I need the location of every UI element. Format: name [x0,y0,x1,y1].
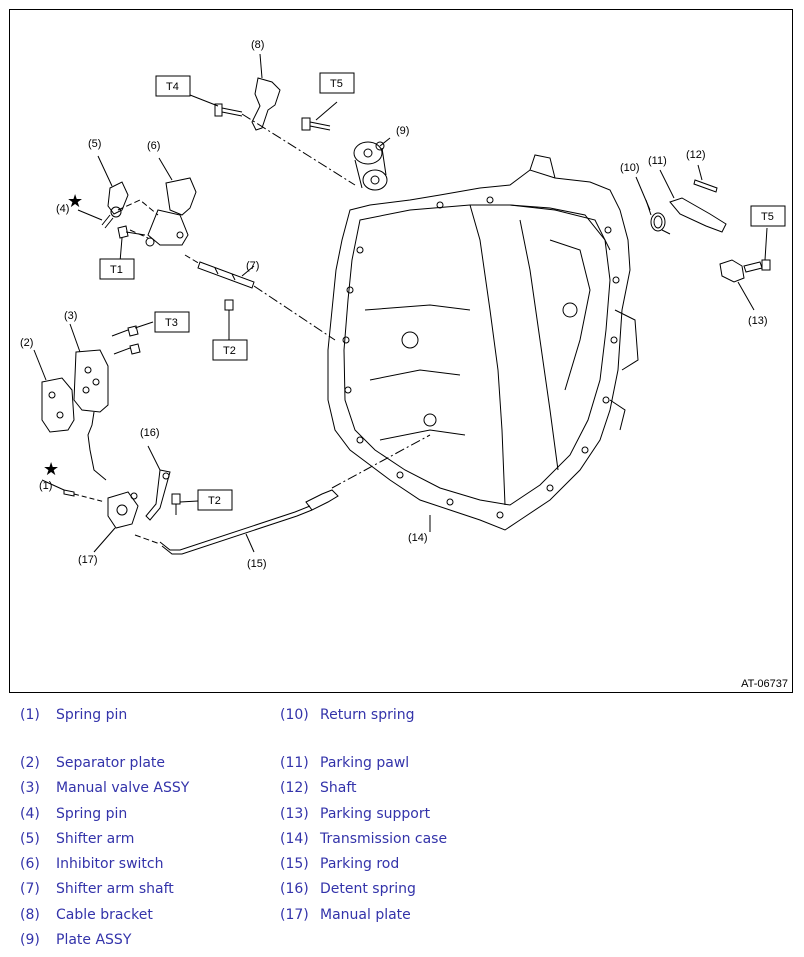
torque-box-t5-left: T5 [319,72,355,94]
inhibitor-switch-drawing [145,177,197,247]
spring-pin-1-drawing [63,489,75,497]
shifter-arm-drawing [101,181,129,229]
callout-16: (16) [140,427,160,439]
torque-box-t2-lower: T2 [197,489,233,511]
star-mark-1: ★ [43,459,59,479]
svg-text:T2: T2 [208,495,221,507]
torque-box-t3: T3 [154,311,190,333]
manual-valve-assy-drawing [73,349,109,481]
figure-id: AT-06737 [741,678,788,690]
parking-rod-drawing [159,505,313,555]
shaft-12-drawing [693,179,718,193]
transmission-case-drawing [327,154,639,531]
plate-assy-drawing [353,141,388,191]
callout-5: (5) [88,138,101,150]
callout-11: (11) [648,155,667,167]
bolt-t5-right-drawing [743,259,771,273]
svg-text:T5: T5 [330,78,343,90]
detent-spring-drawing [145,469,171,521]
callout-1: (1) [39,480,52,492]
torque-box-t2-upper: T2 [212,339,248,361]
svg-text:T1: T1 [110,264,123,276]
parking-support-drawing [719,259,745,283]
parts-legend: (1)Spring pin (2)Separator plate (3)Manu… [20,707,448,948]
bolt-t1-drawing [117,225,146,239]
bolt-t2-upper-drawing [224,299,234,328]
callout-3: (3) [64,310,77,322]
callout-15: (15) [247,558,267,570]
callout-9: (9) [396,125,409,137]
callout-8: (8) [251,39,264,51]
separator-plate-drawing [41,377,75,433]
star-mark-4: ★ [67,191,83,211]
callout-2: (2) [20,337,33,349]
callout-4: (4) [56,203,69,215]
svg-text:T2: T2 [223,345,236,357]
callout-14: (14) [408,532,428,544]
svg-text:T3: T3 [165,317,178,329]
callout-12: (12) [686,149,706,161]
cable-bracket-drawing [251,77,281,131]
diagram-drawing: ★ ★ (1) (2) (3) (4) (5) (6) (7) (8) (9) … [20,39,786,570]
torque-box-t1: T1 [99,258,135,280]
callout-7: (7) [246,260,259,272]
bolt-t4-drawing [214,103,243,117]
manual-plate-drawing [107,491,139,529]
svg-text:T5: T5 [761,211,774,223]
callout-6: (6) [147,140,160,152]
callout-13: (13) [748,315,768,327]
parking-pawl-drawing [669,197,727,233]
shifter-arm-shaft-drawing [197,261,255,289]
bolt-t2-lower-drawing [171,493,181,515]
bolt-t5-left-drawing [301,117,331,131]
torque-box-t5-right: T5 [750,205,786,227]
torque-box-t4: T4 [155,75,191,97]
exploded-diagram: ★ ★ (1) (2) (3) (4) (5) (6) (7) (8) (9) … [9,9,793,693]
return-spring-drawing [645,199,671,235]
bolts-t3-drawing [111,325,141,355]
svg-text:T4: T4 [166,81,179,93]
callout-10: (10) [620,162,640,174]
callout-17: (17) [78,554,98,566]
